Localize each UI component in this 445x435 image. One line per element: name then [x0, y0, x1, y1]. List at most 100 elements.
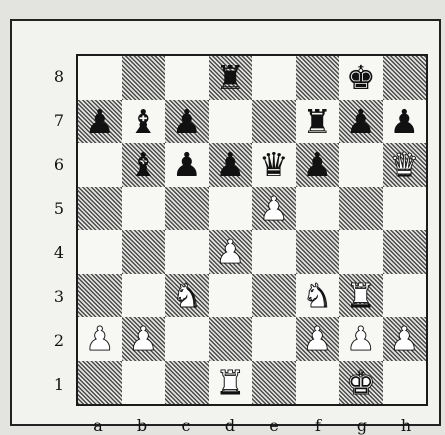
white-knight-icon[interactable]: ♞ — [172, 279, 202, 312]
square-b8[interactable] — [122, 56, 166, 100]
black-rook-icon[interactable]: ♜ — [302, 105, 332, 138]
black-king-icon[interactable]: ♚ — [346, 61, 376, 94]
black-pawn-icon[interactable]: ♟ — [215, 148, 245, 181]
square-a1[interactable] — [78, 361, 122, 405]
square-e6[interactable]: ♛ — [252, 143, 296, 187]
square-a7[interactable]: ♟ — [78, 100, 122, 144]
square-a2[interactable]: ♟ — [78, 317, 122, 361]
square-d3[interactable] — [209, 274, 253, 318]
white-queen-icon[interactable]: ♛ — [389, 148, 419, 181]
rank-label-1: 1 — [51, 375, 67, 394]
square-c5[interactable] — [165, 187, 209, 231]
square-d7[interactable] — [209, 100, 253, 144]
white-pawn-icon[interactable]: ♟ — [346, 322, 376, 355]
black-pawn-icon[interactable]: ♟ — [389, 105, 419, 138]
square-h2[interactable]: ♟ — [383, 317, 427, 361]
square-e2[interactable] — [252, 317, 296, 361]
white-pawn-icon[interactable]: ♟ — [302, 322, 332, 355]
square-f5[interactable] — [296, 187, 340, 231]
square-d4[interactable]: ♟ — [209, 230, 253, 274]
square-h4[interactable] — [383, 230, 427, 274]
square-b6[interactable]: ♝ — [122, 143, 166, 187]
square-e5[interactable]: ♟ — [252, 187, 296, 231]
square-b3[interactable] — [122, 274, 166, 318]
square-e7[interactable] — [252, 100, 296, 144]
square-b4[interactable] — [122, 230, 166, 274]
white-rook-icon[interactable]: ♜ — [346, 279, 376, 312]
file-label-c: c — [164, 416, 208, 435]
square-h3[interactable] — [383, 274, 427, 318]
square-c6[interactable]: ♟ — [165, 143, 209, 187]
square-b2[interactable]: ♟ — [122, 317, 166, 361]
black-bishop-icon[interactable]: ♝ — [128, 105, 158, 138]
square-c7[interactable]: ♟ — [165, 100, 209, 144]
square-f3[interactable]: ♞ — [296, 274, 340, 318]
square-f7[interactable]: ♜ — [296, 100, 340, 144]
white-king-icon[interactable]: ♚ — [346, 366, 376, 399]
square-h8[interactable] — [383, 56, 427, 100]
square-e8[interactable] — [252, 56, 296, 100]
rank-label-7: 7 — [51, 111, 67, 130]
file-label-e: e — [252, 416, 296, 435]
square-h6[interactable]: ♛ — [383, 143, 427, 187]
square-d2[interactable] — [209, 317, 253, 361]
square-f4[interactable] — [296, 230, 340, 274]
rank-label-8: 8 — [51, 67, 67, 86]
square-h5[interactable] — [383, 187, 427, 231]
square-c2[interactable] — [165, 317, 209, 361]
square-a6[interactable] — [78, 143, 122, 187]
white-pawn-icon[interactable]: ♟ — [259, 192, 289, 225]
square-d1[interactable]: ♜ — [209, 361, 253, 405]
file-label-d: d — [208, 416, 252, 435]
square-g6[interactable] — [339, 143, 383, 187]
file-label-g: g — [340, 416, 384, 435]
square-d8[interactable]: ♜ — [209, 56, 253, 100]
square-d5[interactable] — [209, 187, 253, 231]
black-pawn-icon[interactable]: ♟ — [172, 105, 202, 138]
rank-label-2: 2 — [51, 331, 67, 350]
square-c1[interactable] — [165, 361, 209, 405]
square-a3[interactable] — [78, 274, 122, 318]
black-queen-icon[interactable]: ♛ — [259, 148, 289, 181]
square-e1[interactable] — [252, 361, 296, 405]
white-pawn-icon[interactable]: ♟ — [389, 322, 419, 355]
black-pawn-icon[interactable]: ♟ — [85, 105, 115, 138]
square-g5[interactable] — [339, 187, 383, 231]
white-rook-icon[interactable]: ♜ — [215, 366, 245, 399]
square-c8[interactable] — [165, 56, 209, 100]
square-c4[interactable] — [165, 230, 209, 274]
black-bishop-icon[interactable]: ♝ — [128, 148, 158, 181]
square-h1[interactable] — [383, 361, 427, 405]
square-e4[interactable] — [252, 230, 296, 274]
square-g8[interactable]: ♚ — [339, 56, 383, 100]
square-a4[interactable] — [78, 230, 122, 274]
black-rook-icon[interactable]: ♜ — [215, 61, 245, 94]
black-pawn-icon[interactable]: ♟ — [302, 148, 332, 181]
square-d6[interactable]: ♟ — [209, 143, 253, 187]
square-g3[interactable]: ♜ — [339, 274, 383, 318]
square-g4[interactable] — [339, 230, 383, 274]
white-pawn-icon[interactable]: ♟ — [128, 322, 158, 355]
rank-label-6: 6 — [51, 155, 67, 174]
black-pawn-icon[interactable]: ♟ — [172, 148, 202, 181]
square-b5[interactable] — [122, 187, 166, 231]
square-c3[interactable]: ♞ — [165, 274, 209, 318]
white-knight-icon[interactable]: ♞ — [302, 279, 332, 312]
square-f8[interactable] — [296, 56, 340, 100]
square-b7[interactable]: ♝ — [122, 100, 166, 144]
square-g7[interactable]: ♟ — [339, 100, 383, 144]
rank-label-3: 3 — [51, 287, 67, 306]
square-f2[interactable]: ♟ — [296, 317, 340, 361]
square-f6[interactable]: ♟ — [296, 143, 340, 187]
white-pawn-icon[interactable]: ♟ — [85, 322, 115, 355]
square-f1[interactable] — [296, 361, 340, 405]
square-g1[interactable]: ♚ — [339, 361, 383, 405]
square-a8[interactable] — [78, 56, 122, 100]
square-a5[interactable] — [78, 187, 122, 231]
white-pawn-icon[interactable]: ♟ — [215, 235, 245, 268]
square-e3[interactable] — [252, 274, 296, 318]
square-h7[interactable]: ♟ — [383, 100, 427, 144]
black-pawn-icon[interactable]: ♟ — [346, 105, 376, 138]
square-g2[interactable]: ♟ — [339, 317, 383, 361]
square-b1[interactable] — [122, 361, 166, 405]
